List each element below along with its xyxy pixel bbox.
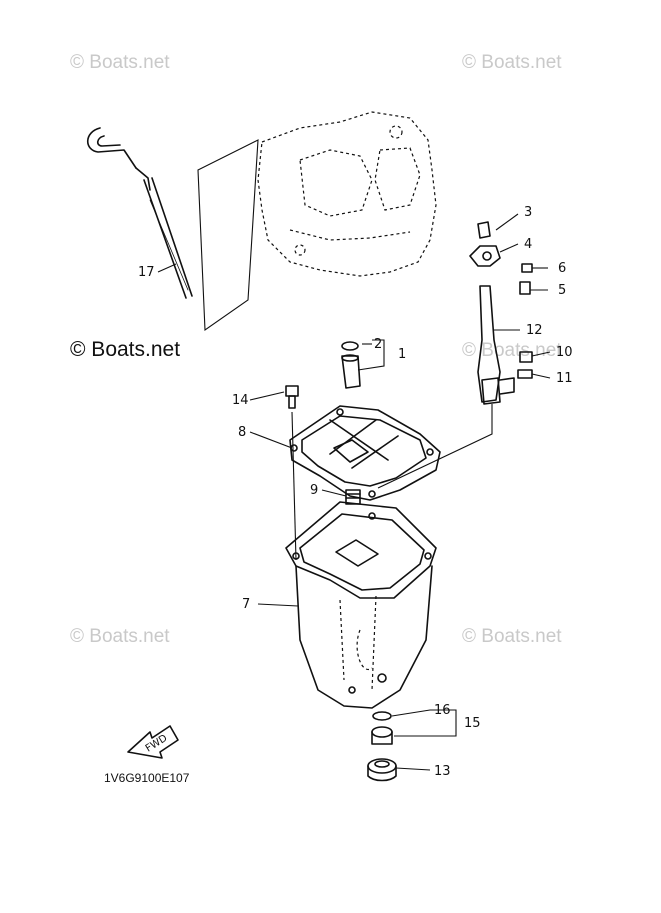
oil-pan	[285, 501, 437, 709]
callout-numbers: 1 2 3 4 5 6 7 8 9 10 11 12 13 14 15 16 1…	[138, 205, 573, 779]
dipstick	[86, 127, 259, 332]
callout-8: 8	[238, 425, 246, 440]
dipstick-guide	[377, 221, 533, 489]
callout-15: 15	[464, 716, 481, 731]
callout-14: 14	[232, 393, 249, 408]
watermark-top-right: © Boats.net	[462, 52, 562, 73]
callout-1: 1	[398, 347, 406, 362]
callout-12: 12	[526, 323, 543, 338]
callout-13: 13	[434, 764, 451, 779]
callout-10: 10	[556, 345, 573, 360]
leader-lines	[157, 213, 551, 771]
engine-block	[257, 111, 437, 277]
callout-9: 9	[310, 483, 318, 498]
callout-3: 3	[524, 205, 532, 220]
watermark-mid-left: © Boats.net	[70, 338, 180, 361]
callout-11: 11	[556, 371, 573, 386]
fwd-arrow-icon: FWD	[127, 725, 179, 759]
watermark-mid-right: © Boats.net	[462, 340, 562, 361]
fwd-label: FWD	[144, 733, 170, 755]
watermark-lower-left: © Boats.net	[70, 626, 170, 647]
bolt-14	[285, 385, 299, 561]
callout-17: 17	[138, 265, 155, 280]
callout-2: 2	[374, 337, 382, 352]
callout-4: 4	[524, 237, 532, 252]
oil-strainer	[341, 341, 361, 389]
diagram-code: 1V6G9100E107	[104, 771, 190, 785]
callout-5: 5	[558, 283, 566, 298]
watermark-lower-right: © Boats.net	[462, 626, 562, 647]
gasket	[289, 405, 441, 501]
callout-16: 16	[434, 703, 451, 718]
drain-plug-assembly	[367, 711, 397, 782]
callout-6: 6	[558, 261, 566, 276]
watermark-top-left: © Boats.net	[70, 52, 170, 73]
callout-7: 7	[242, 597, 250, 612]
